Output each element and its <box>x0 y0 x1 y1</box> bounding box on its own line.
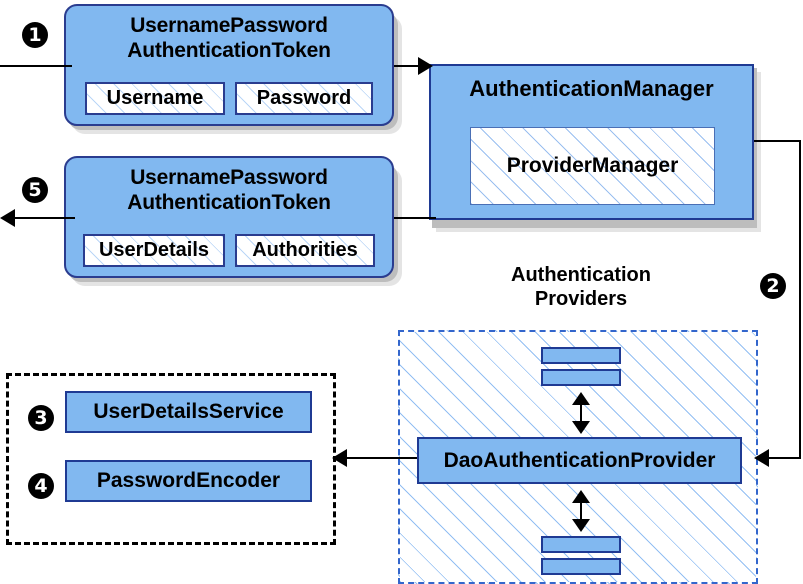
password-encoder[interactable]: PasswordEncoder <box>65 460 312 502</box>
step-badge-3: 3 <box>28 405 54 431</box>
collapsed-provider-bottom-1[interactable] <box>541 536 621 553</box>
provider-link-top-line <box>580 399 582 423</box>
response-token-title-line1: UsernamePassword <box>130 166 328 189</box>
outbound-response-arrowhead <box>0 209 15 227</box>
provider-to-dependencies-line <box>345 457 417 459</box>
request-token-field-username: Username <box>85 82 225 115</box>
provider-link-bottom-arrow-up <box>572 490 590 503</box>
manager-to-provider-line-top <box>754 140 801 142</box>
providers-zone-title-line2: Providers <box>534 288 628 310</box>
response-authentication-token[interactable]: UsernamePassword AuthenticationToken Use… <box>64 156 394 278</box>
provider-manager[interactable]: ProviderManager <box>470 127 715 205</box>
provider-link-bottom-line <box>580 497 582 521</box>
token-to-manager-line <box>394 65 426 67</box>
providers-zone-title-line1: Authentication <box>511 264 651 286</box>
inbound-request-line <box>0 65 72 67</box>
provider-link-top-arrow-up <box>572 392 590 405</box>
manager-to-provider-line-bottom <box>762 457 801 459</box>
manager-to-provider-arrowhead <box>754 449 769 467</box>
authentication-manager-title: AuthenticationManager <box>469 76 714 101</box>
manager-to-provider-line-vertical <box>799 140 801 458</box>
response-token-title: UsernamePassword AuthenticationToken <box>66 158 392 215</box>
provider-to-dependencies-arrowhead <box>332 449 347 467</box>
step-badge-5: 5 <box>22 177 48 203</box>
request-authentication-token[interactable]: UsernamePassword AuthenticationToken Use… <box>64 4 394 126</box>
collapsed-provider-bottom-2[interactable] <box>541 558 621 575</box>
outbound-response-line <box>13 217 75 219</box>
request-token-title: UsernamePassword AuthenticationToken <box>66 6 392 63</box>
collapsed-provider-top-1[interactable] <box>541 347 621 364</box>
step-badge-4: 4 <box>28 473 54 499</box>
manager-to-response-token-line <box>394 217 436 219</box>
request-token-title-line2: AuthenticationToken <box>127 39 331 62</box>
collapsed-provider-top-2[interactable] <box>541 369 621 386</box>
token-to-manager-arrowhead <box>418 57 433 75</box>
step-badge-1: 1 <box>22 22 48 48</box>
request-token-title-line1: UsernamePassword <box>130 14 328 37</box>
response-token-field-userdetails: UserDetails <box>83 234 225 267</box>
request-token-fields: Username Password <box>66 82 392 115</box>
response-token-field-authorities: Authorities <box>235 234 375 267</box>
dao-authentication-provider[interactable]: DaoAuthenticationProvider <box>417 437 742 484</box>
user-details-service[interactable]: UserDetailsService <box>65 391 312 433</box>
request-token-field-password: Password <box>235 82 373 115</box>
response-token-fields: UserDetails Authorities <box>66 234 392 267</box>
provider-link-top-arrow-down <box>572 421 590 434</box>
step-badge-2: 2 <box>760 273 786 299</box>
providers-zone-title: Authentication Providers <box>470 263 692 311</box>
response-token-title-line2: AuthenticationToken <box>127 191 331 214</box>
provider-link-bottom-arrow-down <box>572 519 590 532</box>
authentication-manager[interactable]: AuthenticationManager ProviderManager <box>429 64 754 220</box>
